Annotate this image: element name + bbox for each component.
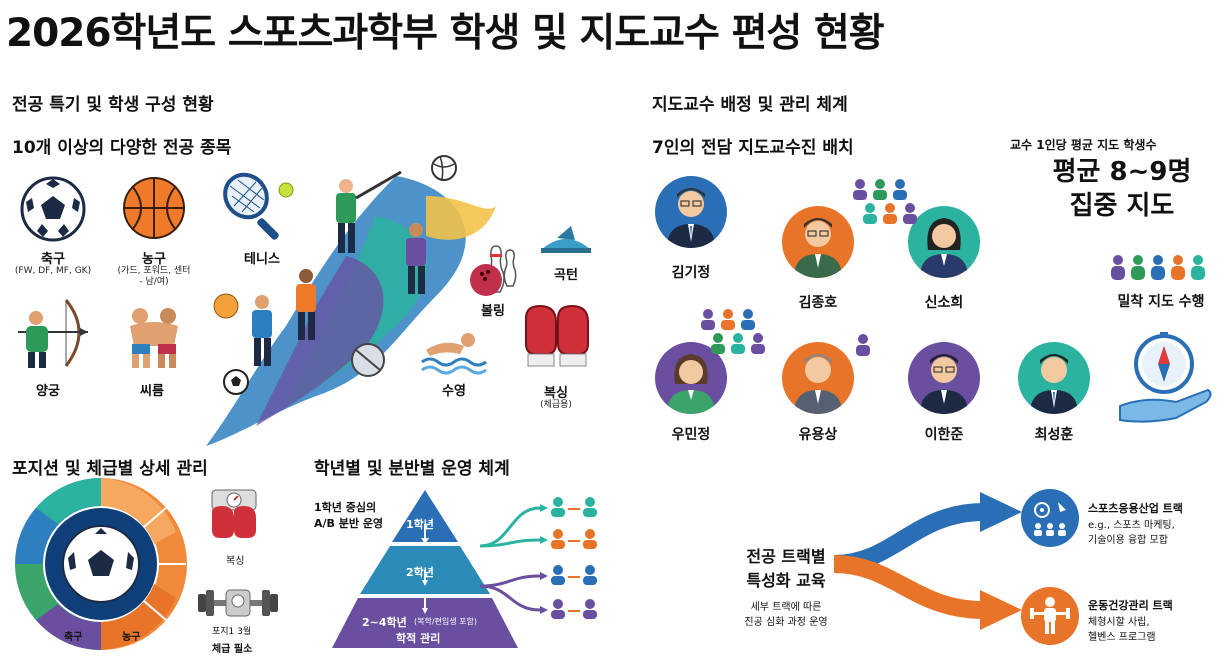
- athletes-illustration: [196, 146, 526, 458]
- sport-label: 농구: [142, 252, 166, 267]
- majors-section-title: 전공 특기 및 학생 구성 현황: [12, 95, 214, 115]
- student-single-icon: [852, 332, 874, 358]
- pyramid-level-1: 1학년: [406, 518, 434, 531]
- stat-caption: 밀착 지도 수행: [1117, 294, 1205, 310]
- boxing-item: [518, 304, 594, 370]
- sport-sub-label: (FW, DF, MF, GK): [14, 266, 92, 276]
- pyramid-level-3-note: (복학/편입생 포함): [414, 617, 477, 626]
- professor-name: 우민정: [671, 427, 711, 443]
- professor-name: 김종호: [798, 295, 838, 311]
- sport-label: 수영: [442, 384, 466, 399]
- track-center-sub-1: 세부 트랙에 따른: [750, 602, 822, 613]
- advisor-section-title: 지도교수 배정 및 관리 체계: [652, 95, 848, 115]
- soccer-ball-icon: [20, 176, 86, 242]
- track1-line-2: 기술이용 융합 모합: [1088, 535, 1168, 546]
- tennis-item: [220, 172, 300, 246]
- grade-section-title: 학년별 및 분반별 운영 체계: [314, 459, 510, 479]
- stat-big-1: 평균 8~9명: [1052, 157, 1192, 187]
- sport-label: 축구: [41, 252, 65, 267]
- page-title: 2026학년도 스포츠과학부 학생 및 지도교수 편성 현황: [6, 11, 885, 56]
- track-arrows: [834, 486, 1034, 636]
- track1-line-1: e.g., 스포츠 마케팅,: [1088, 520, 1175, 531]
- weight-caption-2: 체급 필소: [212, 644, 253, 655]
- stat-big-2: 집중 지도: [1069, 191, 1175, 221]
- curling-item: [537, 224, 595, 256]
- health-track-icon: [1020, 586, 1080, 646]
- student-cluster-icon: [696, 306, 772, 358]
- swimming-item: [420, 328, 488, 376]
- sport-sub-label: (체급용): [540, 400, 572, 410]
- bowling-icon: [470, 245, 517, 296]
- pyramid-level-2: 2학년: [406, 566, 434, 579]
- track2-line-2: 헬벤스 프로그램: [1088, 632, 1156, 643]
- professor-name: 김기정: [671, 265, 711, 281]
- pyramid-level-3-sub: 학적 관리: [396, 632, 441, 645]
- professor-avatar: [1018, 342, 1090, 414]
- pyramid-level-3: 2~4학년: [362, 616, 407, 629]
- sport-sub-label: - 남/여): [139, 277, 169, 287]
- track-center-line-1: 전공 트랙별: [746, 547, 826, 566]
- professor-avatar: [782, 342, 854, 414]
- swimming-icon: [421, 333, 487, 375]
- class-split-diagram: [480, 490, 610, 630]
- stat-label: 교수 1인당 평균 지도 학생수: [1010, 138, 1157, 152]
- basketball-item: [122, 176, 186, 240]
- student-group-icon: [1108, 252, 1212, 284]
- professor-name: 신소희: [924, 295, 964, 311]
- dumbbell-scale-icon: [198, 589, 278, 617]
- wrestling-item: [114, 304, 194, 368]
- archery-item: [8, 296, 90, 370]
- chart-label-soccer: 축구: [64, 632, 83, 643]
- professor-avatar: [655, 176, 727, 248]
- soccer-item: [20, 176, 86, 242]
- dumbbell-scale-item: [196, 586, 280, 620]
- sport-label: 곡턴: [554, 268, 578, 283]
- professor-name: 최성훈: [1034, 427, 1074, 443]
- professor-name: 유용상: [798, 427, 838, 443]
- archery-icon: [18, 299, 88, 368]
- track2-title: 운동건강관리 트랙: [1088, 599, 1173, 612]
- track-center-sub-2: 진공 심화 과정 운영: [744, 617, 828, 628]
- boxing-caption: 복싱: [226, 556, 245, 567]
- ab-class-note-1: 1학년 중심의: [314, 501, 377, 514]
- industry-track-icon: [1020, 488, 1080, 548]
- position-section-title: 포지션 및 체급별 상세 관리: [12, 459, 208, 479]
- professor-avatar: [782, 206, 854, 278]
- tennis-racket-icon: [223, 172, 294, 240]
- track2-line-1: 체형시할 사립,: [1088, 617, 1150, 628]
- boxing-gloves-icon: [525, 304, 589, 367]
- sport-label: 테니스: [244, 252, 280, 267]
- chart-label-basketball: 농구: [122, 632, 141, 643]
- sport-label: 볼링: [481, 304, 505, 319]
- track-center-line-2: 특성화 교육: [746, 571, 826, 590]
- grade-pyramid: [330, 488, 520, 652]
- weight-caption-1: 포지1 3월: [212, 627, 252, 637]
- professor-avatar: [908, 206, 980, 278]
- ab-class-note-2: A/B 분반 운영: [314, 517, 384, 530]
- compass-hand-icon: [1116, 330, 1216, 428]
- sport-label: 씨름: [140, 384, 164, 399]
- professor-name: 이한준: [924, 427, 964, 443]
- wrestling-icon: [130, 308, 178, 368]
- scale-boxing-item: [206, 486, 262, 542]
- sport-sub-label: (가드, 포워드, 센터: [117, 266, 191, 276]
- track1-title: 스포츠응용산업 트랙: [1088, 502, 1183, 515]
- curling-hat-icon: [541, 226, 591, 253]
- position-donut-chart: [6, 472, 196, 658]
- professor-avatar: [908, 342, 980, 414]
- bowling-item: [468, 242, 522, 298]
- student-cluster-icon: [848, 176, 918, 228]
- basketball-icon: [123, 177, 185, 239]
- sport-label: 양궁: [36, 384, 60, 399]
- advisor-subsection-title: 7인의 전담 지도교수진 배치: [652, 138, 854, 158]
- majors-subsection-title: 10개 이상의 다양한 전공 종목: [12, 138, 232, 158]
- professor-avatar: [655, 342, 727, 414]
- sport-label: 복싱: [544, 386, 568, 401]
- scale-boxing-icon: [211, 489, 257, 538]
